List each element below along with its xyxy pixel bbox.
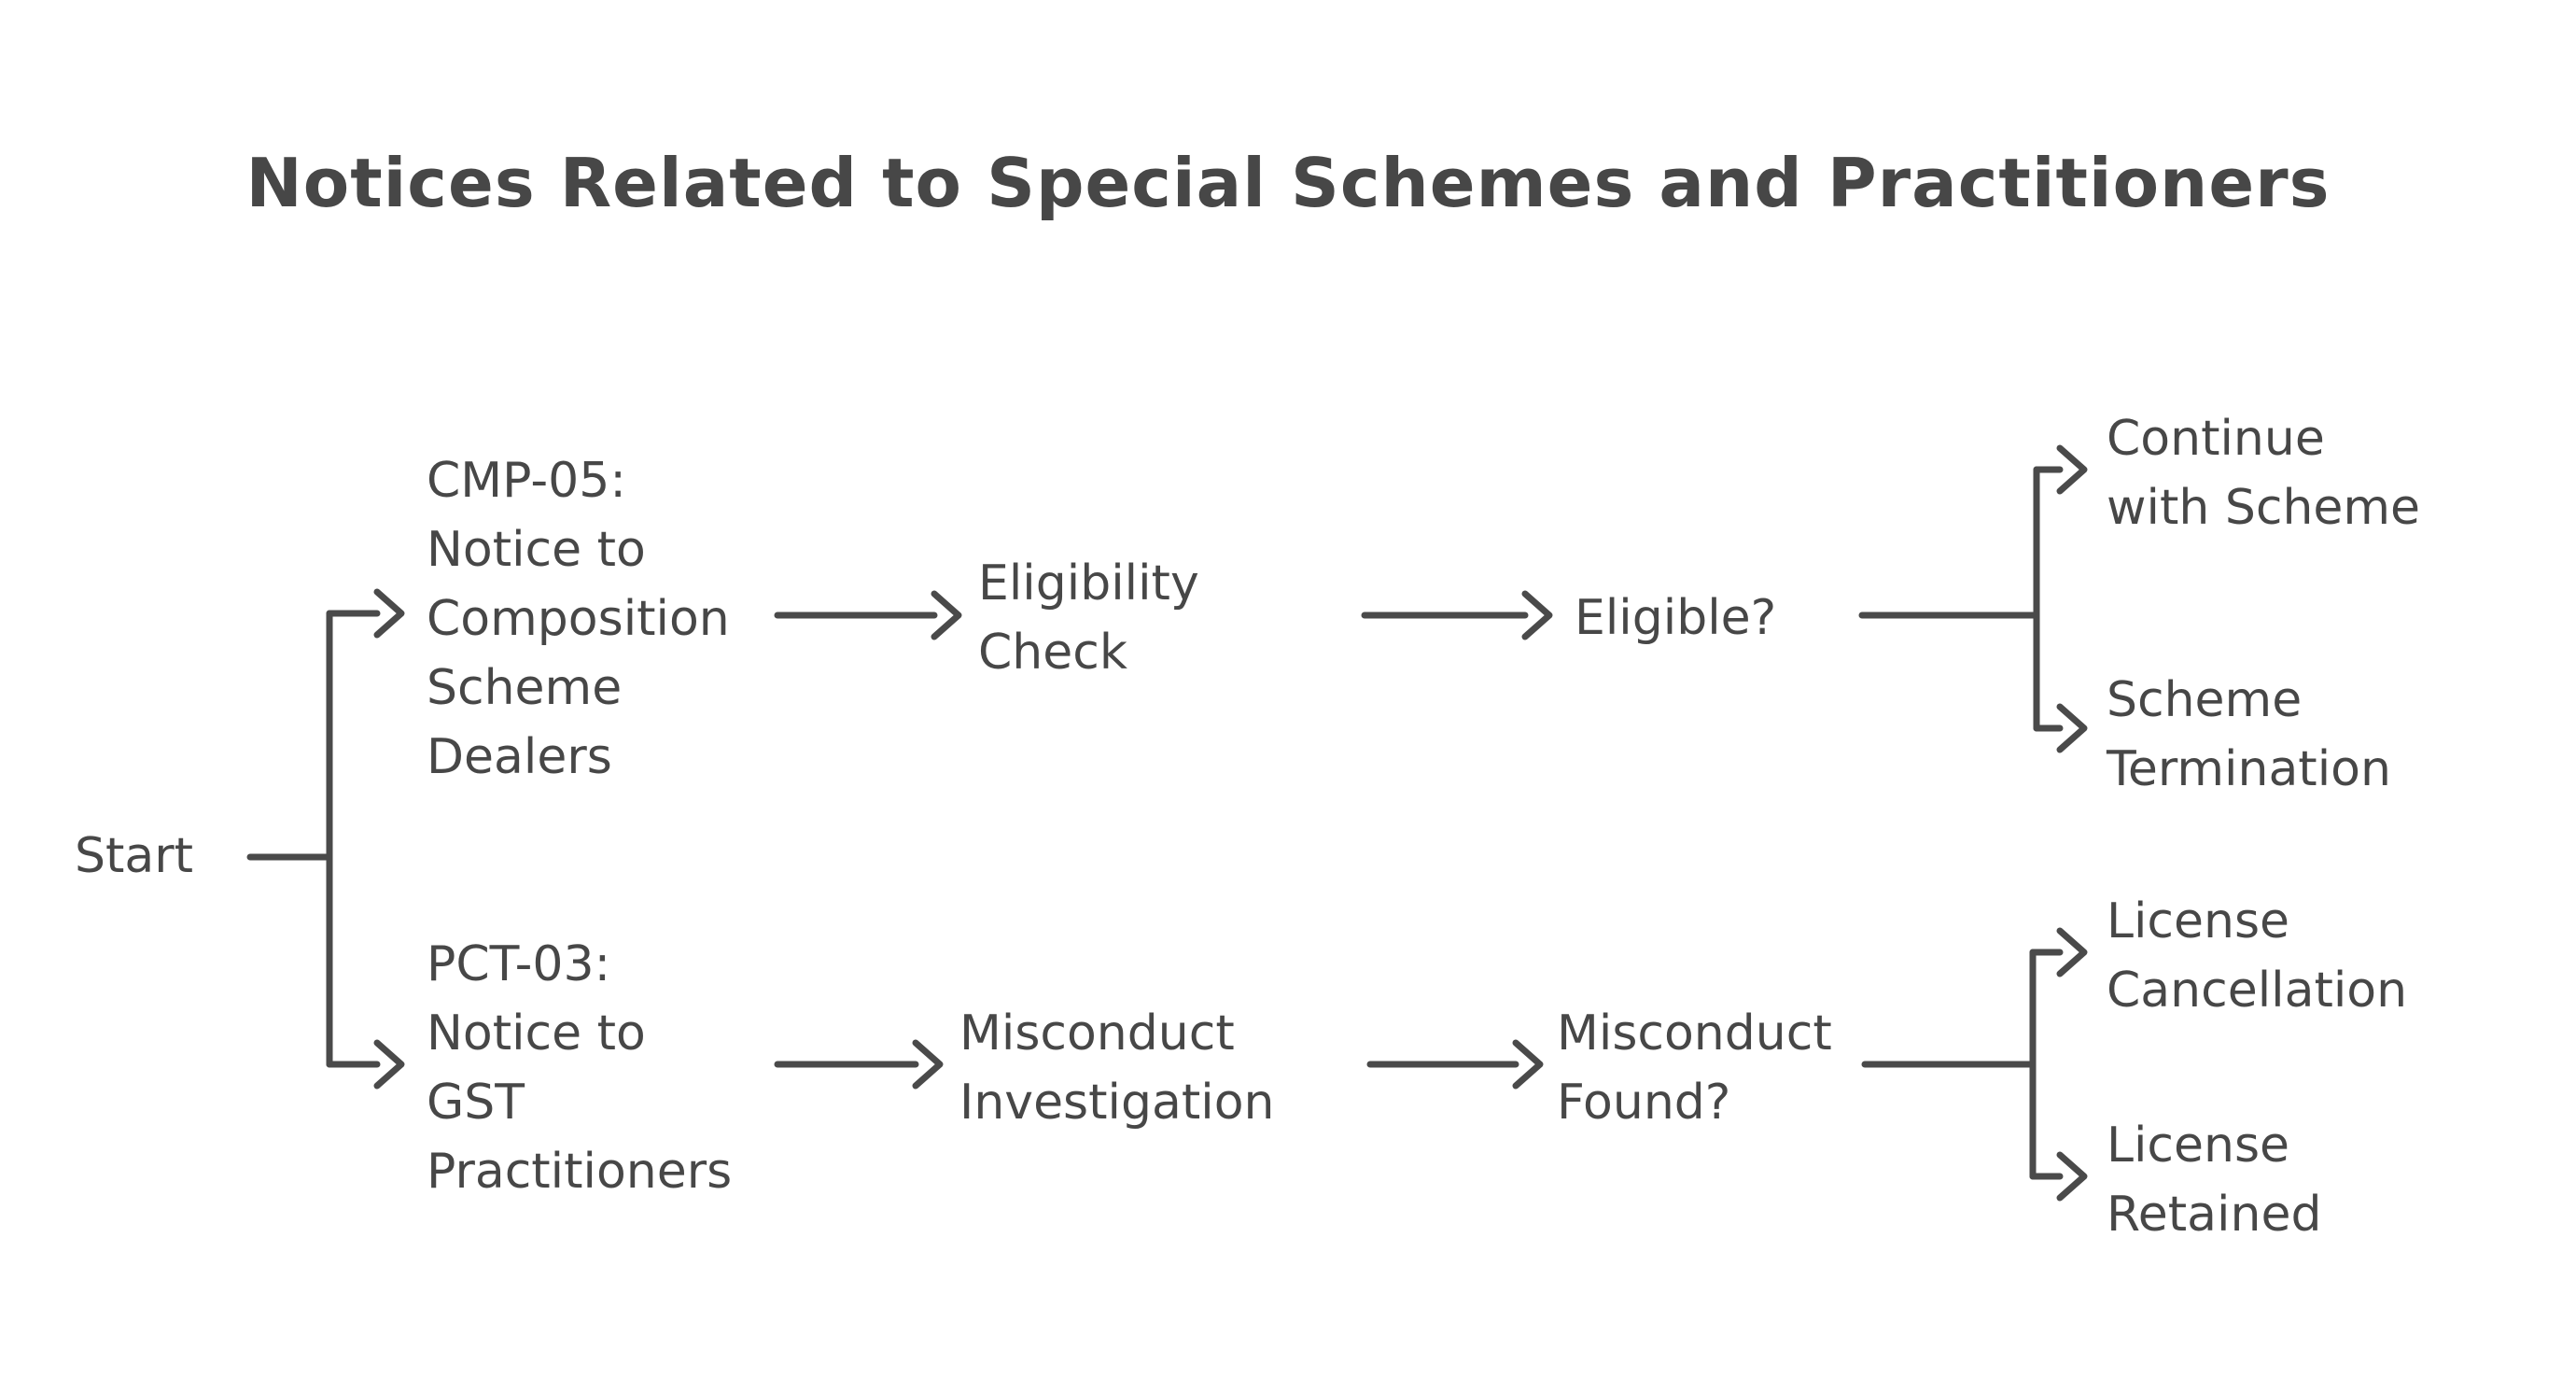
node-misconduct-found: Misconduct Found?	[1557, 1005, 1832, 1131]
node-eligibility-check: Eligibility Check	[978, 555, 1199, 681]
node-license-retained: License Retained	[2107, 1118, 2322, 1243]
edge-misconduct-to-found-arrow	[1366, 1039, 1544, 1090]
edge-found-branch-trunk	[1861, 949, 2037, 1180]
diagram-title: Notices Related to Special Schemes and P…	[245, 144, 2331, 222]
edge-pct03-to-misconduct-arrow	[774, 1039, 944, 1090]
node-license-cancellation: License Cancellation	[2107, 893, 2408, 1019]
node-continue-with-scheme: Continue with Scheme	[2107, 411, 2421, 536]
node-cmp05: CMP-05: Notice to Composition Scheme Dea…	[427, 453, 730, 785]
node-eligible: Eligible?	[1575, 590, 1777, 646]
edge-eligible-to-continue-arrow	[2033, 444, 2088, 495]
edge-found-to-retained-arrow	[2029, 1151, 2088, 1202]
edge-eligible-to-termination-arrow	[2033, 703, 2088, 753]
node-scheme-termination: Scheme Termination	[2107, 672, 2391, 797]
edge-found-to-cancellation-arrow	[2029, 927, 2088, 977]
node-start: Start	[75, 828, 194, 884]
edge-eligibility-to-eligible-arrow	[1361, 590, 1553, 640]
node-misconduct-investigation: Misconduct Investigation	[959, 1005, 1275, 1131]
node-pct03: PCT-03: Notice to GST Practitioners	[427, 936, 733, 1200]
edge-start-to-pct03-arrow	[326, 1039, 405, 1090]
edge-start-trunk	[246, 610, 333, 1068]
edge-cmp05-to-eligibility-arrow	[774, 590, 962, 640]
edge-start-to-cmp05-arrow	[326, 588, 405, 639]
edge-eligible-branch-trunk	[1858, 466, 2040, 732]
